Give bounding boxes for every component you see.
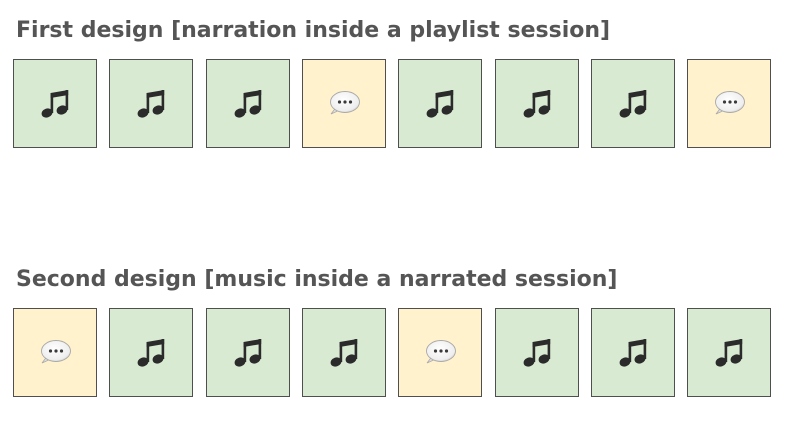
music-tile (495, 59, 579, 148)
speech-bubble-icon (712, 89, 746, 119)
music-tile (495, 308, 579, 397)
music-note-icon (522, 337, 552, 369)
music-note-icon (233, 337, 263, 369)
music-note-icon (136, 337, 166, 369)
music-note-icon (136, 88, 166, 120)
music-tile (687, 308, 771, 397)
music-tile (13, 59, 97, 148)
music-note-icon (522, 88, 552, 120)
music-tile (109, 59, 193, 148)
music-note-icon (425, 88, 455, 120)
first-design-row (13, 59, 775, 149)
narration-tile (687, 59, 771, 148)
first-design-title: First design [narration inside a playlis… (16, 18, 611, 43)
music-tile (591, 59, 675, 148)
music-note-icon (618, 88, 648, 120)
second-design-row (13, 308, 775, 398)
music-note-icon (618, 337, 648, 369)
speech-bubble-icon (327, 89, 361, 119)
narration-tile (398, 308, 482, 397)
music-note-icon (329, 337, 359, 369)
music-tile (398, 59, 482, 148)
music-tile (591, 308, 675, 397)
speech-bubble-icon (423, 338, 457, 368)
narration-tile (13, 308, 97, 397)
music-note-icon (233, 88, 263, 120)
music-tile (302, 308, 386, 397)
music-tile (206, 308, 290, 397)
music-tile (109, 308, 193, 397)
narration-tile (302, 59, 386, 148)
speech-bubble-icon (38, 338, 72, 368)
second-design-title: Second design [music inside a narrated s… (16, 267, 618, 292)
music-note-icon (40, 88, 70, 120)
music-tile (206, 59, 290, 148)
music-note-icon (714, 337, 744, 369)
